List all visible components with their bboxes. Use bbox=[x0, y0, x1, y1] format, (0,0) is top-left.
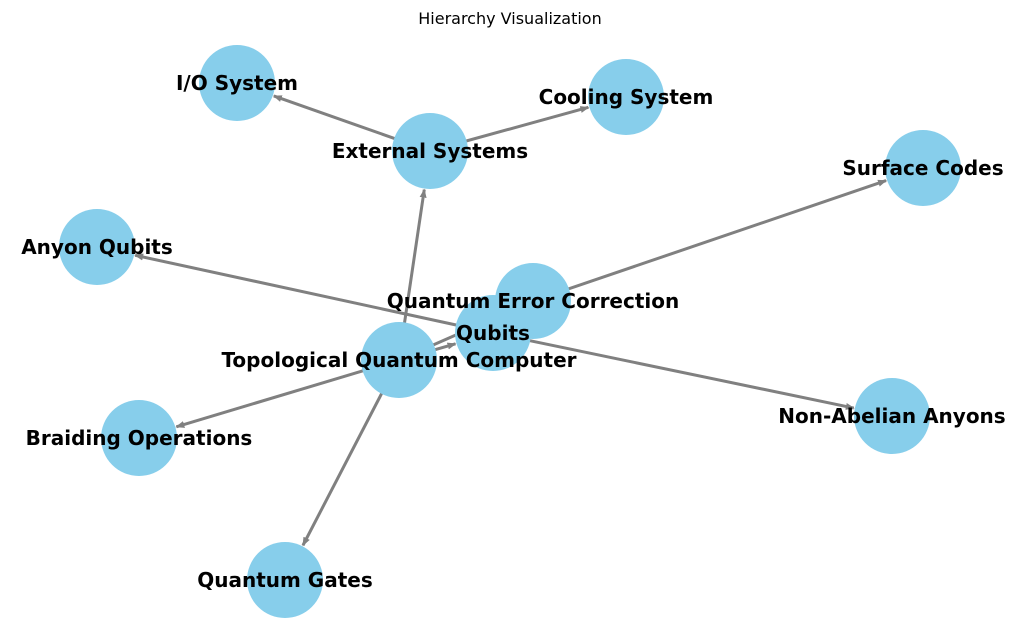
node-cool[interactable] bbox=[588, 59, 664, 135]
node-label-io: I/O System bbox=[176, 71, 298, 95]
node-label-qubits: Qubits bbox=[456, 321, 530, 345]
node-label-cool: Cooling System bbox=[539, 85, 714, 109]
node-io[interactable] bbox=[199, 45, 275, 121]
node-label-braid: Braiding Operations bbox=[26, 426, 253, 450]
node-label-qec: Quantum Error Correction bbox=[387, 289, 680, 313]
edge-qubits-to-nonab bbox=[492, 331, 855, 410]
node-label-ext: External Systems bbox=[332, 139, 528, 163]
labels-layer: Topological Quantum ComputerQubitsQuantu… bbox=[21, 71, 1006, 592]
edge-tqc-to-braid bbox=[175, 358, 400, 429]
node-surf[interactable] bbox=[885, 130, 961, 206]
node-label-anyon: Anyon Qubits bbox=[21, 235, 173, 259]
node-gates[interactable] bbox=[247, 542, 323, 618]
node-nonab[interactable] bbox=[854, 378, 930, 454]
diagram-title: Hierarchy Visualization bbox=[418, 9, 601, 28]
node-label-surf: Surface Codes bbox=[842, 156, 1003, 180]
node-braid[interactable] bbox=[101, 400, 177, 476]
node-label-tqc: Topological Quantum Computer bbox=[221, 348, 576, 372]
edge-qubits-to-anyon bbox=[134, 253, 494, 335]
nodes-layer bbox=[59, 45, 961, 618]
node-label-gates: Quantum Gates bbox=[197, 568, 373, 592]
node-label-nonab: Non-Abelian Anyons bbox=[778, 404, 1005, 428]
node-ext[interactable] bbox=[392, 113, 468, 189]
edge-qec-to-surf bbox=[532, 179, 888, 303]
node-tqc[interactable] bbox=[361, 322, 437, 398]
node-qec[interactable] bbox=[495, 263, 571, 339]
node-anyon[interactable] bbox=[59, 209, 135, 285]
